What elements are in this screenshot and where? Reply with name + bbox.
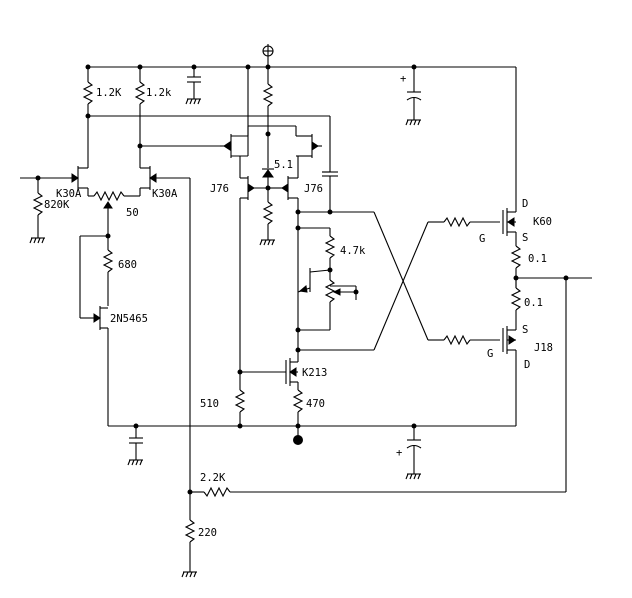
jfet-k30a-left [70,166,89,196]
resistor-j76-bias [259,188,275,246]
label-q-k30a-left: K30A [56,188,82,200]
label-k60-d: D [522,198,528,210]
label-k60-s: S [522,232,528,244]
negative-rail [108,350,517,427]
capacitor-compensation [322,171,338,212]
resistor-680 [102,236,114,306]
label-zener-5v1: 5.1 [274,159,293,171]
label-j18-name: J18 [534,342,553,354]
mirror-left [220,66,249,158]
pot-bias [324,270,357,330]
trimmer-pot-50 [88,190,140,236]
label-r-2k2: 2.2K [200,472,226,484]
resistor-vas-top [262,67,274,134]
label-r-1k2-right: 1.2k [146,87,172,99]
mosfet-k60 [502,206,517,246]
resistor-gate-k60 [443,216,500,228]
mosfet-k213 [240,350,299,390]
wire-cross-bottom [373,221,444,351]
output-wire [230,277,592,493]
resistor-01-bottom [510,278,522,318]
label-j18-g: G [487,348,493,360]
label-q-k30a-right: K30A [152,188,178,200]
resistor-2k2 [190,486,231,498]
supply-terminal-icon [262,44,274,67]
wire-vas-output [297,211,374,330]
label-q-k213: K213 [302,367,327,379]
electrolytic-cap-top [405,67,422,126]
resistor-gate-j18 [443,334,500,346]
label-q-2n5465: 2N5465 [110,313,148,325]
ground-icon-input [29,237,45,244]
label-r-4k7: 4.7k [340,245,366,257]
label-j18-s: S [522,324,528,336]
resistor-220 [181,492,197,578]
label-cap-plus-top: + [400,73,406,85]
mosfet-j18 [502,318,517,354]
resistor-820k [32,178,44,238]
label-r-01-top: 0.1 [528,253,547,265]
capacitor-top-left [185,67,201,105]
label-q-j76-right: J76 [304,183,323,195]
label-pot-50: 50 [126,207,139,219]
resistor-4k7 [298,227,336,270]
bias-transistor [297,268,331,293]
capacitor-bottom-left [127,426,143,466]
label-r-01-bottom: 0.1 [524,297,543,309]
electrolytic-cap-bottom [405,426,422,480]
mirror-right [248,125,322,158]
jfet-j76-left [239,156,268,372]
label-k60-g: G [479,233,485,245]
junction-dots [35,64,569,495]
label-r-220: 220 [198,527,217,539]
resistor-1k2-right [134,67,146,168]
feedback-loop-680 [79,235,108,319]
label-r-510: 510 [200,398,219,410]
label-r-1k2-left: 1.2K [96,87,122,99]
label-k60-name: K60 [533,216,552,228]
label-q-j76-left: J76 [210,183,229,195]
jfet-2n5465 [92,306,109,426]
zener-5v1-icon [262,134,274,188]
wire-left-drain [88,115,331,172]
wire-bias-bottom [297,329,374,351]
label-r-820k: 820K [44,199,70,211]
label-j18-d: D [524,359,530,371]
label-r-680: 680 [118,259,137,271]
label-r-470: 470 [306,398,325,410]
wire-cross-top [373,211,444,341]
resistor-470 [292,389,304,440]
label-cap-plus-bottom: + [396,447,402,459]
resistor-510 [234,372,246,426]
positive-rail [88,66,517,206]
ground-terminal-icon [293,435,303,445]
jfet-k30a-right [139,166,190,196]
